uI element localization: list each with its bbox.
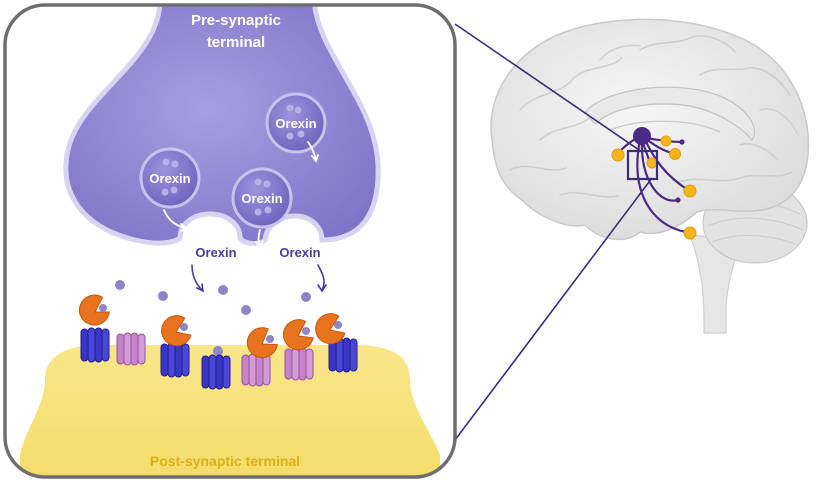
receptor-icon xyxy=(284,347,314,381)
cerebrum xyxy=(490,18,810,241)
vesicle-label: Orexin xyxy=(149,171,190,186)
corpus-callosum xyxy=(584,86,756,142)
vesicle: Orexin xyxy=(139,147,201,209)
release-site-label: Orexin xyxy=(195,245,236,260)
orexin-neuron-icon xyxy=(611,127,697,240)
ligand-icon xyxy=(78,294,110,326)
projection-targets xyxy=(611,135,697,240)
vesicle: Orexin xyxy=(265,92,327,154)
zoom-connector xyxy=(454,23,653,441)
vesicle-label: Orexin xyxy=(241,191,282,206)
orexin-molecules xyxy=(115,280,311,356)
ligand-icon xyxy=(315,313,346,345)
receptor-icon xyxy=(241,353,271,387)
ligand-icon xyxy=(161,315,192,347)
pre-synaptic-label-line1: Pre-synaptic xyxy=(191,12,281,29)
brain-illustration xyxy=(490,18,810,334)
synapse-panel-border xyxy=(3,3,457,479)
ligand-icon xyxy=(246,327,278,359)
zoom-box xyxy=(626,149,659,181)
bound-orexin xyxy=(99,304,342,343)
orexin-cell-body xyxy=(633,127,651,145)
ligands xyxy=(78,294,346,359)
pre-synaptic-label-line2: terminal xyxy=(207,34,265,51)
vesicle-label: Orexin xyxy=(275,116,316,131)
vesicle-arrows xyxy=(163,141,319,249)
receptor-icon xyxy=(80,327,110,363)
post-synaptic-label: Post-synaptic terminal xyxy=(150,453,300,469)
release-site-label: Orexin xyxy=(279,245,320,260)
ligand-icon xyxy=(282,319,314,351)
receptor-icon xyxy=(160,342,190,378)
release-arrows xyxy=(191,264,327,293)
receptor-icon xyxy=(201,354,231,390)
post-synaptic-terminal xyxy=(20,345,440,477)
receptor-icon xyxy=(328,337,358,373)
receptor-icon xyxy=(116,332,146,366)
vesicle: Orexin xyxy=(231,167,293,229)
